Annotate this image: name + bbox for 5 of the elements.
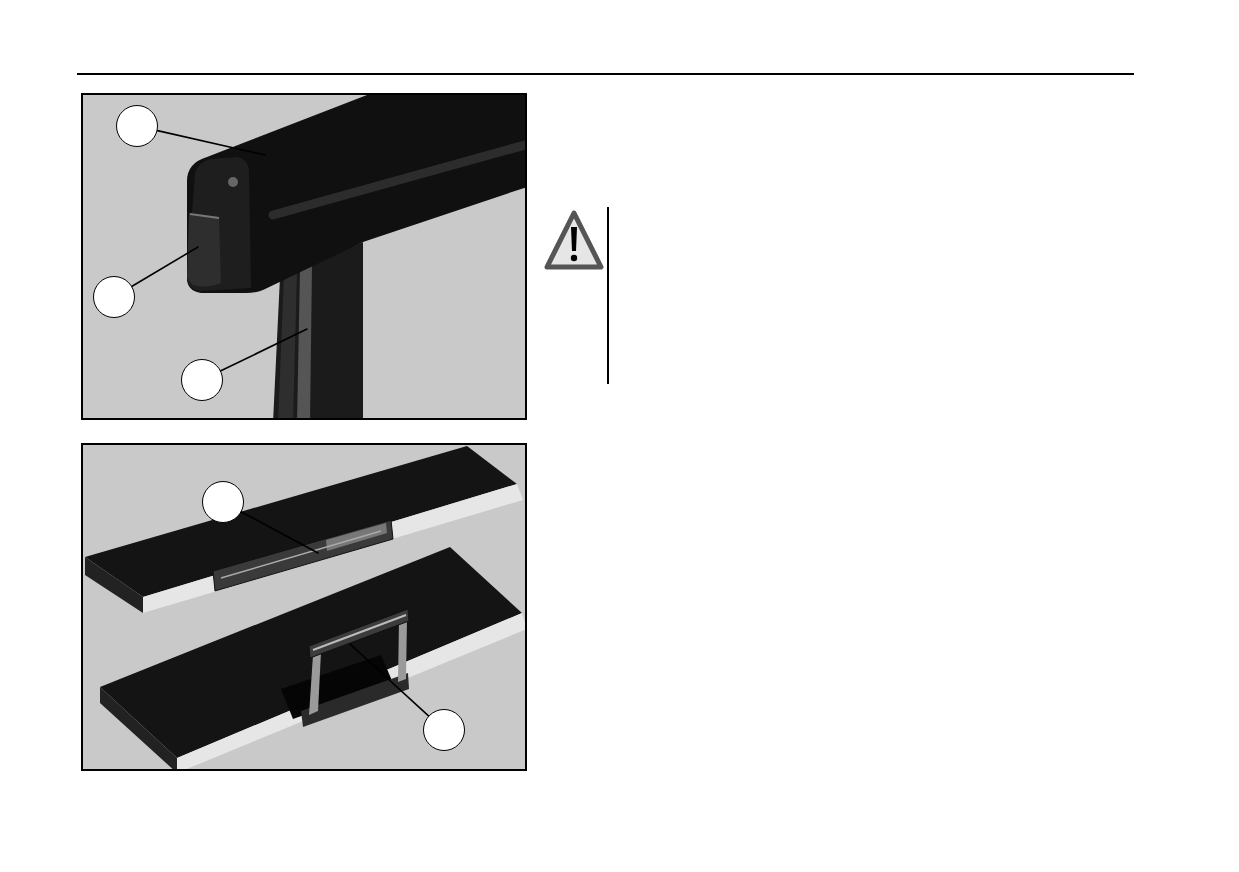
leader-line	[220, 328, 308, 372]
leader-line	[131, 246, 199, 288]
leader-line	[156, 129, 266, 156]
leader-line	[349, 643, 430, 717]
leader-line	[240, 511, 319, 554]
